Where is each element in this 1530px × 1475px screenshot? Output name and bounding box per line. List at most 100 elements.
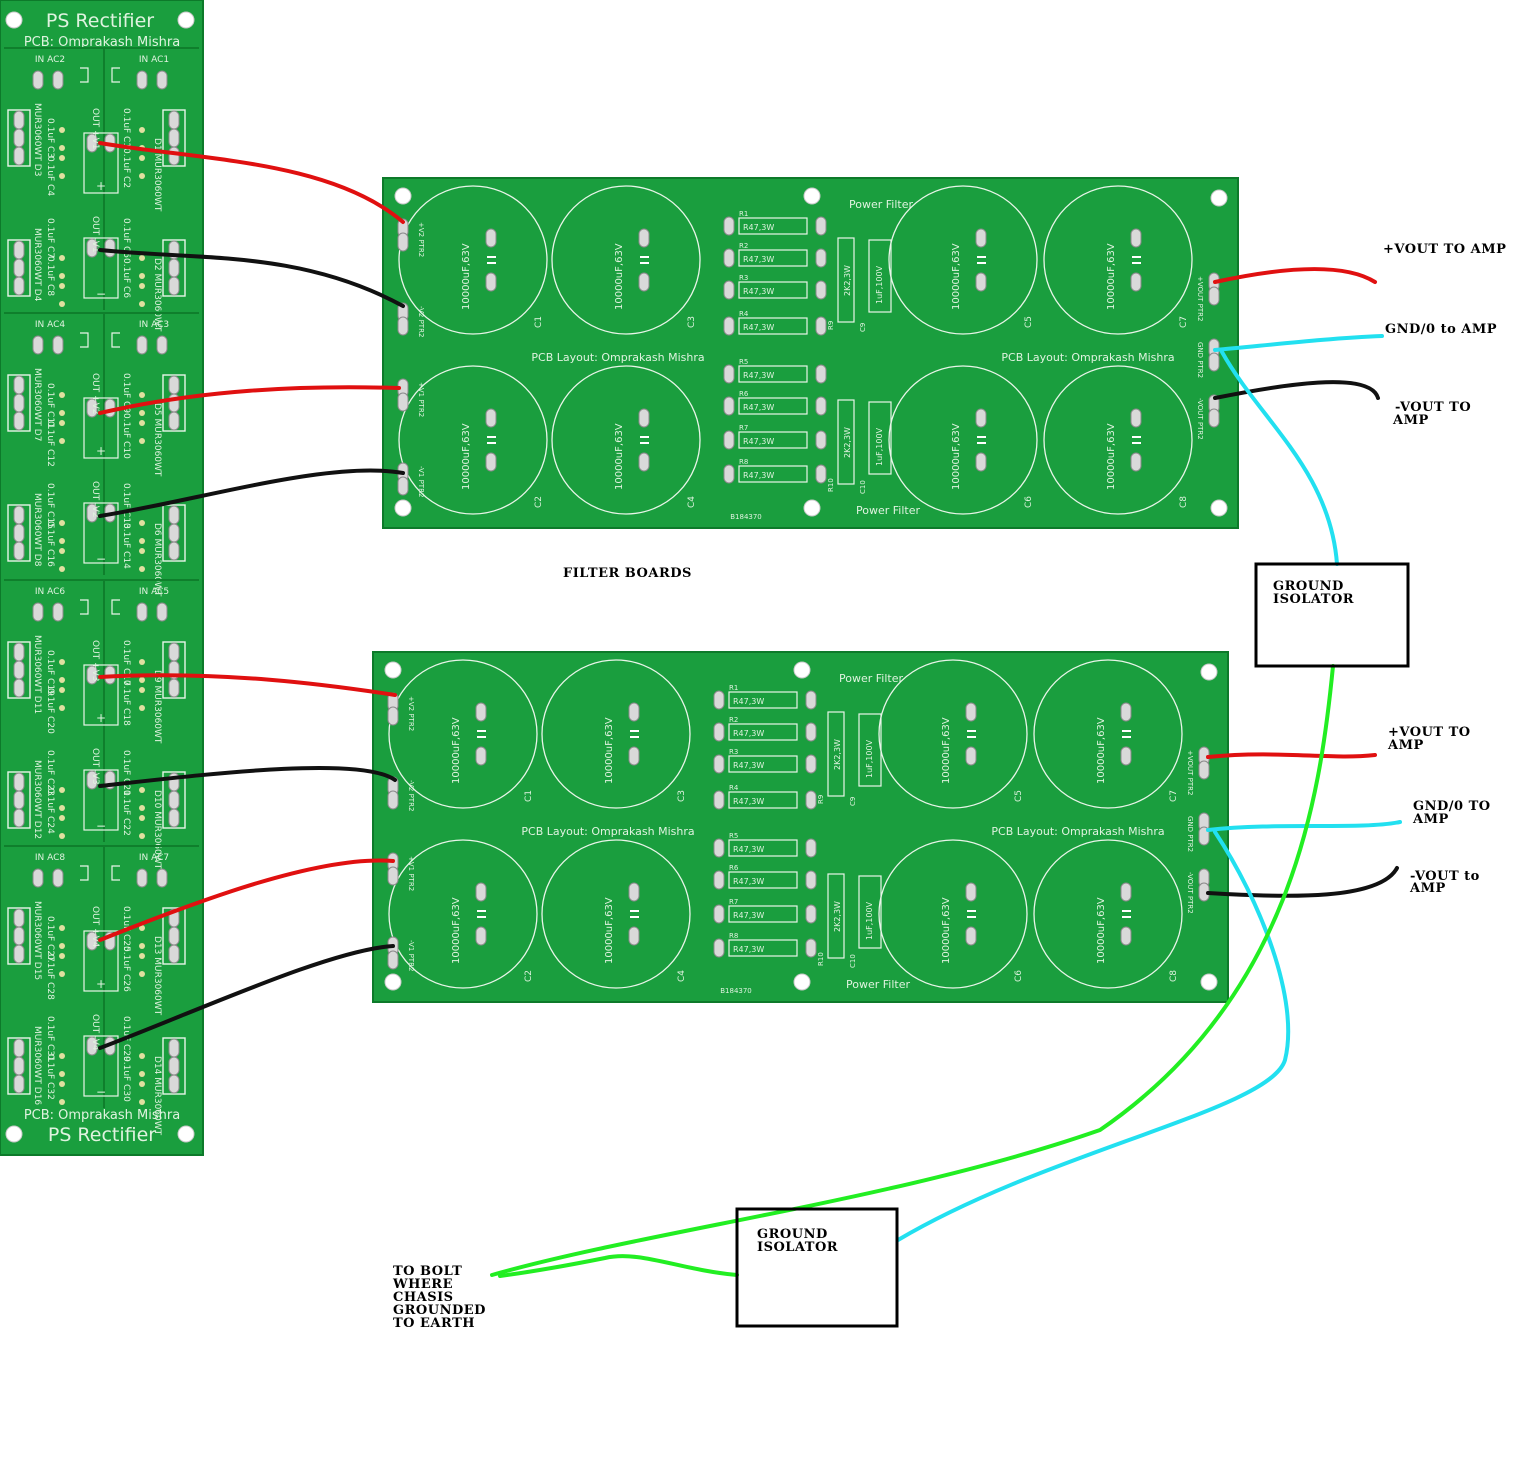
connector-pad — [1208, 286, 1220, 306]
wire-top-gnd-to-isolator — [1220, 350, 1339, 566]
connector-pad — [397, 316, 409, 336]
connector-pad — [1208, 352, 1220, 372]
capacitor-outline — [551, 185, 701, 335]
cap-pad — [59, 301, 65, 307]
resistor-body — [738, 249, 808, 267]
film-cap-ref: C9 — [859, 323, 867, 332]
capacitor-polarity-bar — [640, 256, 649, 258]
resistor-value: R47,3W — [733, 877, 764, 886]
diode-label: D2 MUR3060WT — [152, 258, 162, 332]
output-pad — [104, 238, 116, 258]
capacitor-outline — [1033, 839, 1183, 989]
cap-label: 0.1uF C19 — [45, 650, 55, 696]
cap-pad — [139, 155, 145, 161]
cap-label: 0.1uF C7 — [45, 218, 55, 258]
capacitor-polarity-bar — [630, 730, 639, 732]
resistor-value: R47,3W — [743, 437, 774, 446]
resistor-body — [728, 723, 798, 741]
capacitor-pad — [485, 408, 497, 428]
cap-pad — [59, 677, 65, 683]
film-cap-ref: C9 — [849, 797, 857, 806]
capacitor-outline — [398, 185, 548, 335]
mount-hole — [1200, 663, 1218, 681]
cap-pad — [139, 705, 145, 711]
resistor-value: R47,3W — [743, 471, 774, 480]
output-connector-outline — [83, 930, 119, 992]
cap-pad — [139, 1099, 145, 1105]
cap-label: 0.1uF C30 — [121, 1056, 131, 1102]
resistor-pad — [723, 430, 735, 450]
wire-bot-gnd-to-isolator — [896, 830, 1291, 1242]
earth-bolt-label-3: CHASIS — [393, 1290, 454, 1305]
cap-label: 0.1uF C17 — [121, 640, 131, 686]
cap-pad — [59, 410, 65, 416]
cap-pad — [59, 705, 65, 711]
cap-pad — [59, 127, 65, 133]
mount-hole — [803, 499, 821, 517]
cap-label: 0.1uF C16 — [45, 521, 55, 567]
cap-pad — [59, 971, 65, 977]
diode-package-outline — [7, 109, 31, 167]
layout-credit-left: PCB Layout: Omprakash Mishra — [521, 825, 694, 838]
ac-input-pad — [156, 602, 168, 622]
output-pad — [86, 503, 98, 523]
ac-input-pad — [156, 70, 168, 90]
cap-pad — [59, 1081, 65, 1087]
diode-package-outline — [162, 1037, 186, 1095]
connector-label: -VOUT PTR2 — [1186, 872, 1194, 914]
resistor-value: R47,3W — [733, 845, 764, 854]
output-pad — [86, 770, 98, 790]
cap-label: 0.1uF C8 — [45, 256, 55, 296]
input-connector: +V1 PTR2 — [397, 378, 425, 417]
cap-pad — [139, 538, 145, 544]
connector-pad — [397, 232, 409, 252]
resistor-pad — [713, 754, 725, 774]
diode-pad — [13, 1056, 25, 1076]
resistor-ref: R8 — [739, 458, 748, 466]
capacitor-polarity-bar — [640, 436, 649, 438]
mount-hole — [793, 973, 811, 991]
capacitor-pad — [975, 452, 987, 472]
cap-label: 0.1uF C13 — [121, 483, 131, 529]
ac-connector-outline — [80, 865, 120, 881]
resistor-pad — [723, 464, 735, 484]
resistor-pad — [815, 364, 827, 384]
capacitor-polarity-bar — [487, 256, 496, 258]
capacitor-polarity-bar — [1132, 256, 1141, 258]
polarity-mark: + — [96, 444, 106, 458]
capacitor-ref: C7 — [1179, 316, 1189, 328]
capacitor-polarity-bar — [487, 436, 496, 438]
ground-isolator-box-2 — [735, 1207, 899, 1328]
cap-pad — [59, 155, 65, 161]
cap-label: 0.1uF C23 — [45, 750, 55, 796]
bot-pos-out-label-1: +VOUT TO — [1388, 725, 1471, 740]
connector-pad — [387, 706, 399, 726]
bot-gnd-out-label-1: GND/0 TO — [1413, 799, 1491, 814]
resistor-pad — [713, 790, 725, 810]
cap-label: 0.1uF C4 — [45, 156, 55, 196]
polarity-mark: + — [96, 179, 106, 193]
diode-label: MUR3060WT D3 — [32, 103, 42, 176]
resistor-ref: R5 — [729, 832, 738, 840]
capacitor-outline — [878, 659, 1028, 809]
connector-label: -V1 PTR2 — [407, 940, 415, 971]
cap-pad — [59, 659, 65, 665]
input-connector: +V2 PTR2 — [387, 692, 415, 731]
resistor-pad — [815, 396, 827, 416]
connector-pad — [1198, 826, 1210, 846]
top-neg-out-label-2: AMP — [1392, 413, 1429, 428]
cap-pad — [59, 520, 65, 526]
cap-pad — [139, 833, 145, 839]
resistor-pad — [713, 938, 725, 958]
capacitor-polarity-bar — [640, 262, 649, 264]
connector-label: +VOUT PTR2 — [1186, 750, 1194, 795]
diode-pad — [13, 541, 25, 561]
wire-bot-vout-pos — [1206, 752, 1377, 759]
wire-pos-v1 — [98, 141, 405, 224]
